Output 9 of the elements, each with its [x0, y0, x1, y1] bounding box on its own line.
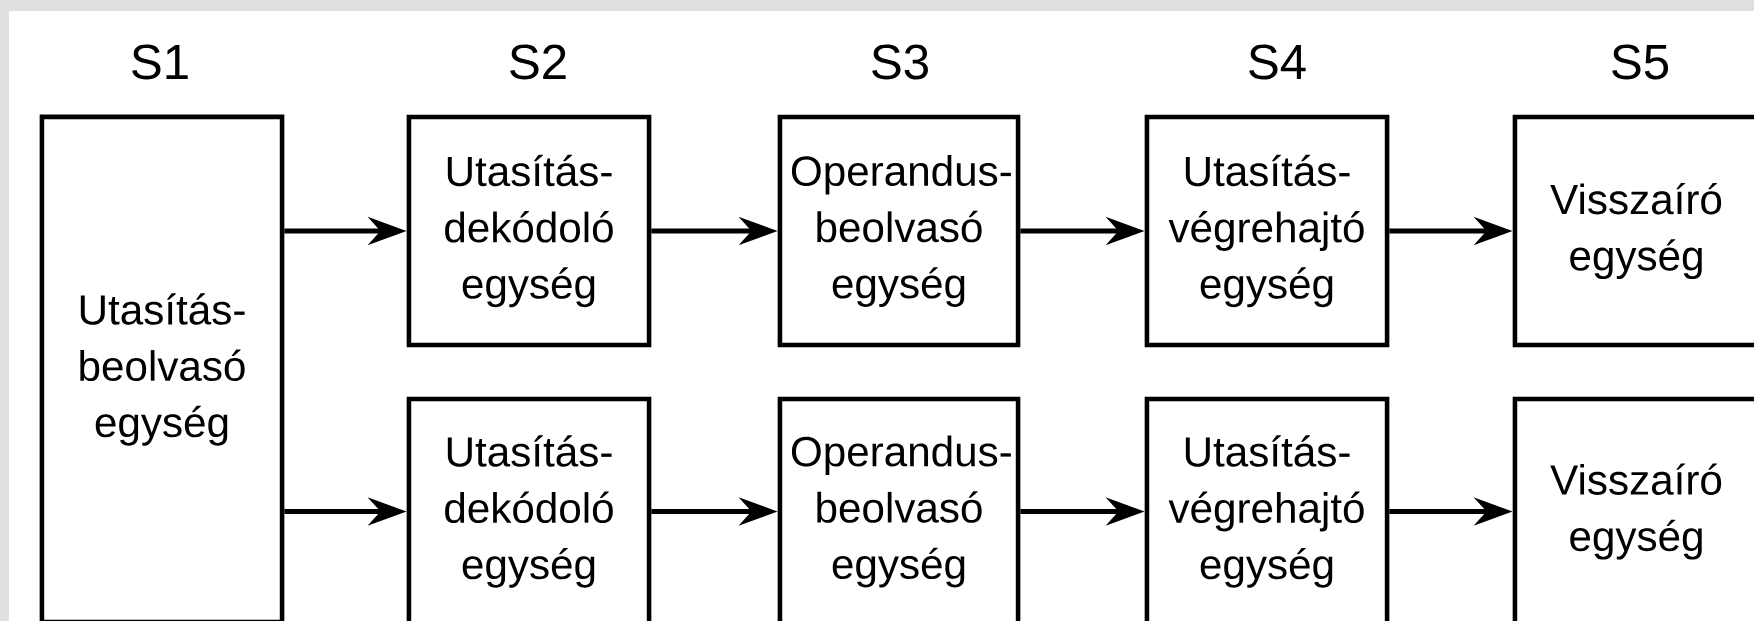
process-box: Utasítás- dekódoló egység: [406, 114, 652, 348]
process-box: Visszaíró egység: [1512, 396, 1754, 621]
process-box: Operandus- beolvasó egység: [777, 114, 1021, 348]
process-box: Utasítás- dekódoló egység: [406, 396, 652, 621]
process-box: Operandus- beolvasó egység: [777, 396, 1021, 621]
process-box: Utasítás- végrehajtó egység: [1144, 396, 1390, 621]
process-box: Utasítás- végrehajtó egység: [1144, 114, 1390, 348]
process-box: Utasítás- beolvasó egység: [39, 114, 285, 621]
process-box: Visszaíró egység: [1512, 114, 1754, 348]
